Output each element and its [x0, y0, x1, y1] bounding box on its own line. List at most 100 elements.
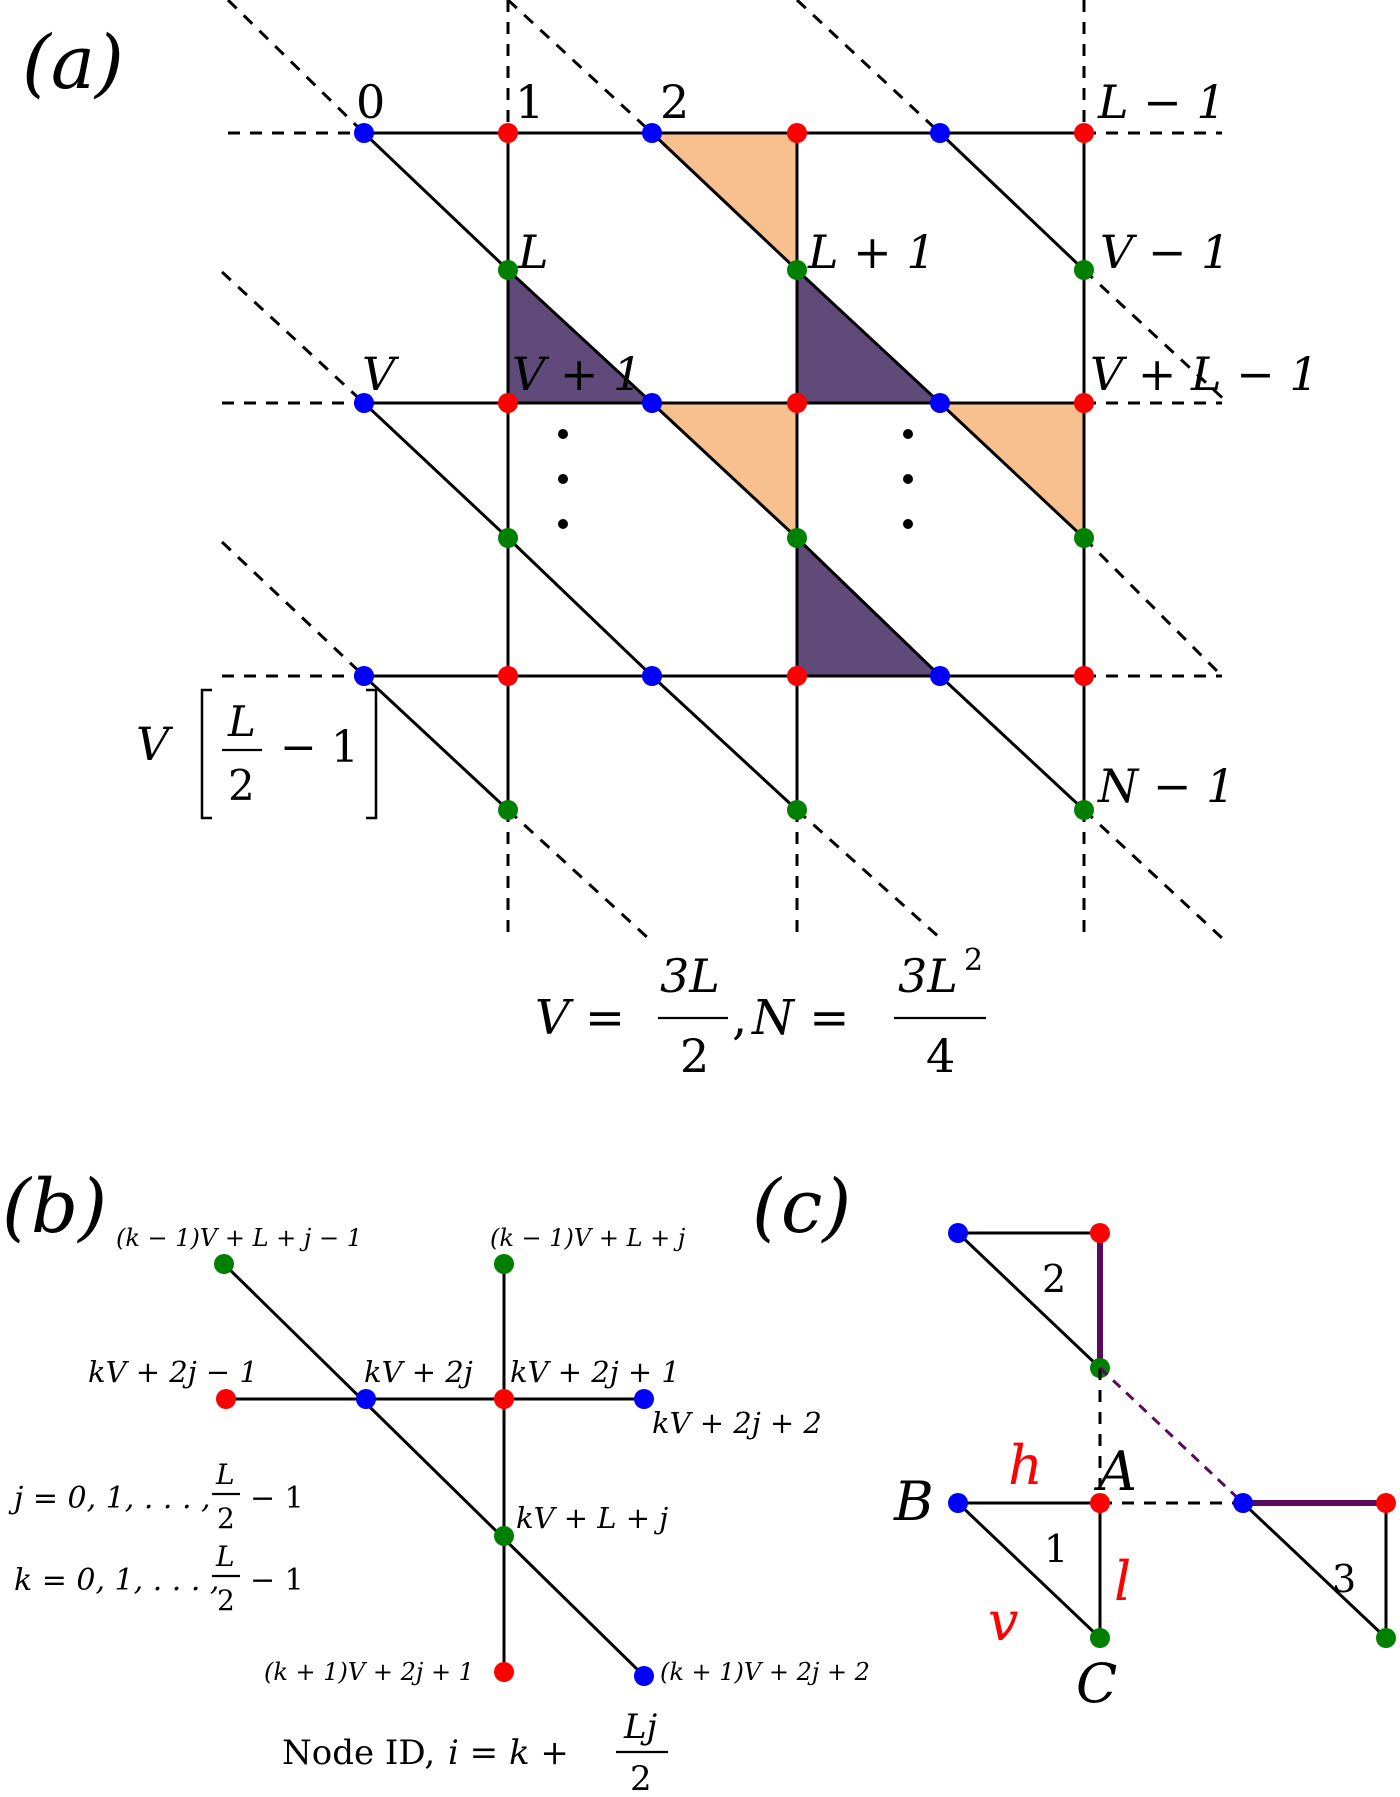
k-range-frac-num: L	[215, 1540, 235, 1573]
row-label-suffix: − 1	[280, 722, 359, 773]
edge-label-v: v	[988, 1590, 1019, 1653]
green-node	[498, 800, 518, 820]
panel-a-node-labels: 0 1 2 L − 1 L L + 1 V − 1 V V + 1 V + L …	[356, 75, 1319, 813]
node-label-v-plus-1: V + 1	[512, 347, 642, 401]
green-node	[498, 528, 518, 548]
j-range-prefix: j = 0, 1, . . . ,	[8, 1481, 211, 1516]
panel-c: (c) 2 1 3	[752, 1164, 1396, 1715]
periodic-boundary-dashes	[220, 0, 1230, 940]
red-node	[787, 666, 807, 686]
blue-node	[642, 123, 662, 143]
red-node	[494, 1662, 514, 1682]
edge-label-l: l	[1114, 1550, 1131, 1613]
row-label-frac-num: L	[227, 697, 256, 746]
red-node	[1376, 1493, 1396, 1513]
panel-b: (b) (k − 1)V + L + j − 1 (k − 1)V + L + …	[2, 1164, 870, 1797]
node-id-frac-num: Lj	[623, 1707, 658, 1747]
left-bracket	[200, 688, 212, 820]
j-range-frac-num: L	[215, 1458, 235, 1491]
triangle-1: 1	[948, 1493, 1110, 1648]
node-label-l: L	[517, 225, 549, 279]
label-center-blue: kV + 2j	[364, 1355, 473, 1389]
node-label-l-minus-1: L − 1	[1097, 75, 1226, 129]
blue-node	[948, 1493, 968, 1513]
red-node	[787, 123, 807, 143]
lattice-nodes	[354, 123, 1094, 820]
k-range-prefix: k = 0, 1, . . . ,	[14, 1563, 219, 1598]
blue-node	[634, 1666, 654, 1686]
red-node	[498, 123, 518, 143]
formula-v-n: V = 3L 2 , N = 3L 2 4	[535, 943, 986, 1083]
green-node	[1074, 800, 1094, 820]
label-left: kV + 2j − 1	[88, 1355, 258, 1389]
formula-n-den: 4	[926, 1029, 955, 1083]
node-label-n-minus-1: N − 1	[1097, 759, 1235, 813]
vertex-label-c: C	[1076, 1652, 1117, 1715]
k-range-frac-den: 2	[217, 1584, 235, 1617]
row-label-bottom-left: V L 2 − 1	[136, 688, 378, 820]
formula-sep: ,	[732, 990, 747, 1046]
j-range: j = 0, 1, . . . , L 2 − 1	[8, 1458, 304, 1535]
green-node	[1090, 1628, 1110, 1648]
blue-node	[354, 123, 374, 143]
panel-b-nodes	[214, 1254, 654, 1686]
right-bracket	[366, 688, 378, 820]
label-center-green: kV + L + j	[516, 1501, 668, 1535]
node-label-2: 2	[660, 75, 689, 129]
blue-node	[356, 1389, 376, 1409]
blue-node	[930, 123, 950, 143]
node-label-v-minus-1: V − 1	[1100, 225, 1230, 279]
formula-n-num-exp: 2	[964, 943, 983, 978]
node-id-formula: Node ID, i = k + Lj 2	[282, 1707, 668, 1797]
green-node	[787, 260, 807, 280]
green-node	[787, 800, 807, 820]
triangle-2: 2	[948, 1223, 1110, 1378]
ellipsis-dots	[558, 429, 913, 529]
row-label-frac-den: 2	[228, 761, 255, 810]
green-node	[1376, 1628, 1396, 1648]
panel-b-edges	[222, 1262, 646, 1678]
red-node	[1074, 123, 1094, 143]
green-node	[1074, 260, 1094, 280]
formula-n-num-base: 3L	[898, 949, 958, 1003]
row-label-prefix: V	[136, 717, 174, 771]
red-node	[1090, 1493, 1110, 1513]
triangle-3-fill	[1239, 1501, 1388, 1642]
formula-n-lhs: N =	[751, 990, 849, 1046]
blue-node	[642, 666, 662, 686]
red-node	[1074, 393, 1094, 413]
blue-node	[354, 393, 374, 413]
red-node	[498, 393, 518, 413]
triangle-3: 3	[1233, 1493, 1396, 1648]
j-range-suffix: − 1	[250, 1481, 304, 1516]
label-right: kV + 2j + 2	[652, 1406, 822, 1440]
red-node	[498, 666, 518, 686]
label-center-red: kV + 2j + 1	[510, 1355, 680, 1389]
formula-v-num: 3L	[660, 949, 720, 1003]
green-node	[494, 1526, 514, 1546]
triangle-1-fill	[954, 1501, 1102, 1642]
label-upper-left: (k − 1)V + L + j − 1	[116, 1224, 362, 1252]
blue-node	[930, 393, 950, 413]
blue-node	[642, 393, 662, 413]
green-node	[214, 1254, 234, 1274]
edge-label-h: h	[1008, 1434, 1043, 1497]
triangle-3-number: 3	[1332, 1557, 1356, 1601]
node-id-frac-den: 2	[630, 1759, 652, 1797]
node-label-v: V	[362, 347, 400, 401]
j-range-frac-den: 2	[217, 1502, 235, 1535]
red-node	[1074, 666, 1094, 686]
green-node	[494, 1254, 514, 1274]
formula-v-lhs: V =	[535, 990, 625, 1046]
blue-node	[1233, 1493, 1253, 1513]
k-range: k = 0, 1, . . . , L 2 − 1	[14, 1540, 304, 1617]
panel-a-label: (a)	[22, 20, 124, 106]
panel-b-node-labels: (k − 1)V + L + j − 1 (k − 1)V + L + j kV…	[88, 1224, 870, 1686]
label-lower-left: (k + 1)V + 2j + 1	[264, 1658, 474, 1686]
vertex-label-a: A	[1093, 1440, 1137, 1503]
triangle-2-fill	[954, 1231, 1102, 1372]
red-node	[494, 1389, 514, 1409]
panel-c-label: (c)	[752, 1164, 851, 1250]
node-id-eq: i = k +	[448, 1733, 569, 1773]
